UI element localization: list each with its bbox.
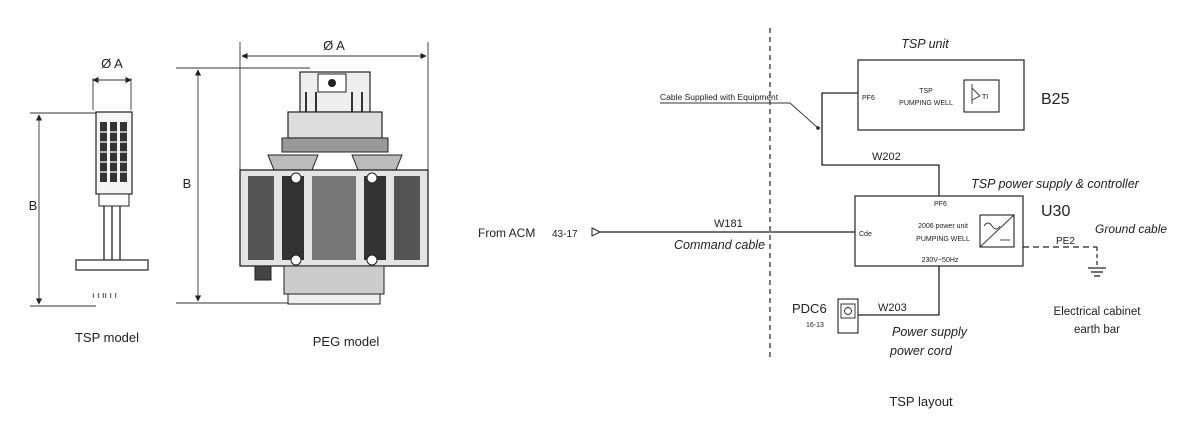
connector-arrow-icon bbox=[591, 227, 602, 237]
tsp-layout-caption: TSP layout bbox=[889, 394, 953, 409]
pe2-label: PE2 bbox=[1056, 236, 1075, 247]
peg-dim-b: B bbox=[183, 176, 192, 191]
tsp-unit-line1: TSP bbox=[919, 88, 933, 95]
tsp-unit-tag: B25 bbox=[1041, 91, 1070, 108]
pdc6-socket-icon bbox=[837, 298, 859, 334]
power-cord-line2: power cord bbox=[889, 344, 953, 358]
tsp-layout-schematic: TSP unit PF6 TSP PUMPING WELL TI B25 Cab… bbox=[478, 37, 1167, 409]
acm-code-label: 43-17 bbox=[552, 229, 578, 240]
tsp-model-drawing: Ø A B ı ı ıı ı ı TSP model bbox=[29, 56, 149, 345]
w181-label: W181 bbox=[714, 218, 743, 230]
tsp-unit-box bbox=[857, 59, 1025, 131]
command-cable-label: Command cable bbox=[674, 238, 765, 252]
tsp-unit-symbol-icon: TI bbox=[963, 79, 1000, 113]
peg-model-caption: PEG model bbox=[313, 334, 380, 349]
peg-dim-a: Ø A bbox=[323, 38, 345, 53]
tsp-unit-port: PF6 bbox=[862, 95, 875, 102]
earth-bar-line2: earth bar bbox=[1074, 324, 1120, 336]
tsp-unit-line2: PUMPING WELL bbox=[899, 100, 953, 107]
controller-tag: U30 bbox=[1041, 203, 1070, 220]
controller-voltage: 230V~50Hz bbox=[922, 257, 959, 264]
w202-label: W202 bbox=[872, 151, 901, 163]
from-acm-label: From ACM bbox=[478, 226, 535, 240]
svg-text:TI: TI bbox=[982, 94, 988, 101]
tsp-dim-b: B bbox=[29, 198, 38, 213]
controller-title: TSP power supply & controller bbox=[971, 177, 1140, 191]
ground-icon bbox=[1088, 247, 1106, 277]
controller-converter-icon bbox=[979, 214, 1015, 248]
controller-line1: 2006 power unit bbox=[918, 223, 968, 230]
w203-label: W203 bbox=[878, 302, 907, 314]
ground-cable-label: Ground cable bbox=[1095, 222, 1167, 236]
tsp-dim-a: Ø A bbox=[101, 56, 123, 71]
cable-supplied-label: Cable Supplied with Equipment bbox=[660, 92, 779, 102]
tsp-unit-title: TSP unit bbox=[901, 37, 949, 51]
svg-text:ı ı ıı ı ı: ı ı ıı ı ı bbox=[92, 290, 117, 300]
power-cord-line1: Power supply bbox=[892, 325, 968, 339]
controller-port-left: Cde bbox=[859, 231, 872, 238]
tsp-model-caption: TSP model bbox=[75, 330, 139, 345]
controller-port-top: PF6 bbox=[934, 201, 947, 208]
pdc6-label: PDC6 bbox=[792, 301, 827, 316]
earth-bar-line1: Electrical cabinet bbox=[1054, 306, 1142, 318]
peg-model-drawing: Ø A B PEG model bbox=[176, 38, 429, 349]
pdc6-code: 16-13 bbox=[806, 322, 824, 329]
controller-line2: PUMPING WELL bbox=[916, 236, 970, 243]
